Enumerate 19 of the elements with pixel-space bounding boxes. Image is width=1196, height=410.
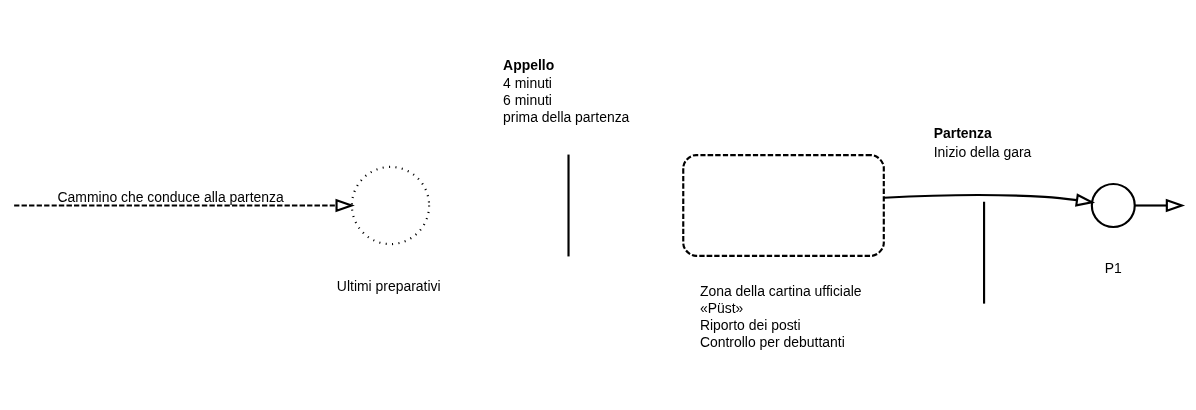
node-label: Riporto dei posti <box>699 316 801 333</box>
node-box <box>682 153 885 257</box>
arrow <box>884 192 1096 207</box>
node-circle <box>350 165 431 245</box>
arrow <box>14 198 355 212</box>
node-circle <box>1090 182 1136 228</box>
node-label: Ultimi preparativi <box>336 277 441 294</box>
edge-label: Cammino che conduce alla partenza <box>57 188 284 205</box>
label: prima della partenza <box>503 108 630 125</box>
node-label: Zona della cartina ufficiale <box>699 282 862 299</box>
node-label: P1 <box>1104 259 1122 276</box>
label: Inizio della gara <box>933 143 1032 160</box>
label: Appello <box>503 56 555 73</box>
label: 4 minuti <box>503 74 552 91</box>
arrow <box>1135 198 1186 212</box>
label: Partenza <box>933 124 992 141</box>
node-label: «Püst» <box>699 299 744 316</box>
label: 6 minuti <box>503 91 552 108</box>
node-label: Controllo per debuttanti <box>699 333 845 350</box>
